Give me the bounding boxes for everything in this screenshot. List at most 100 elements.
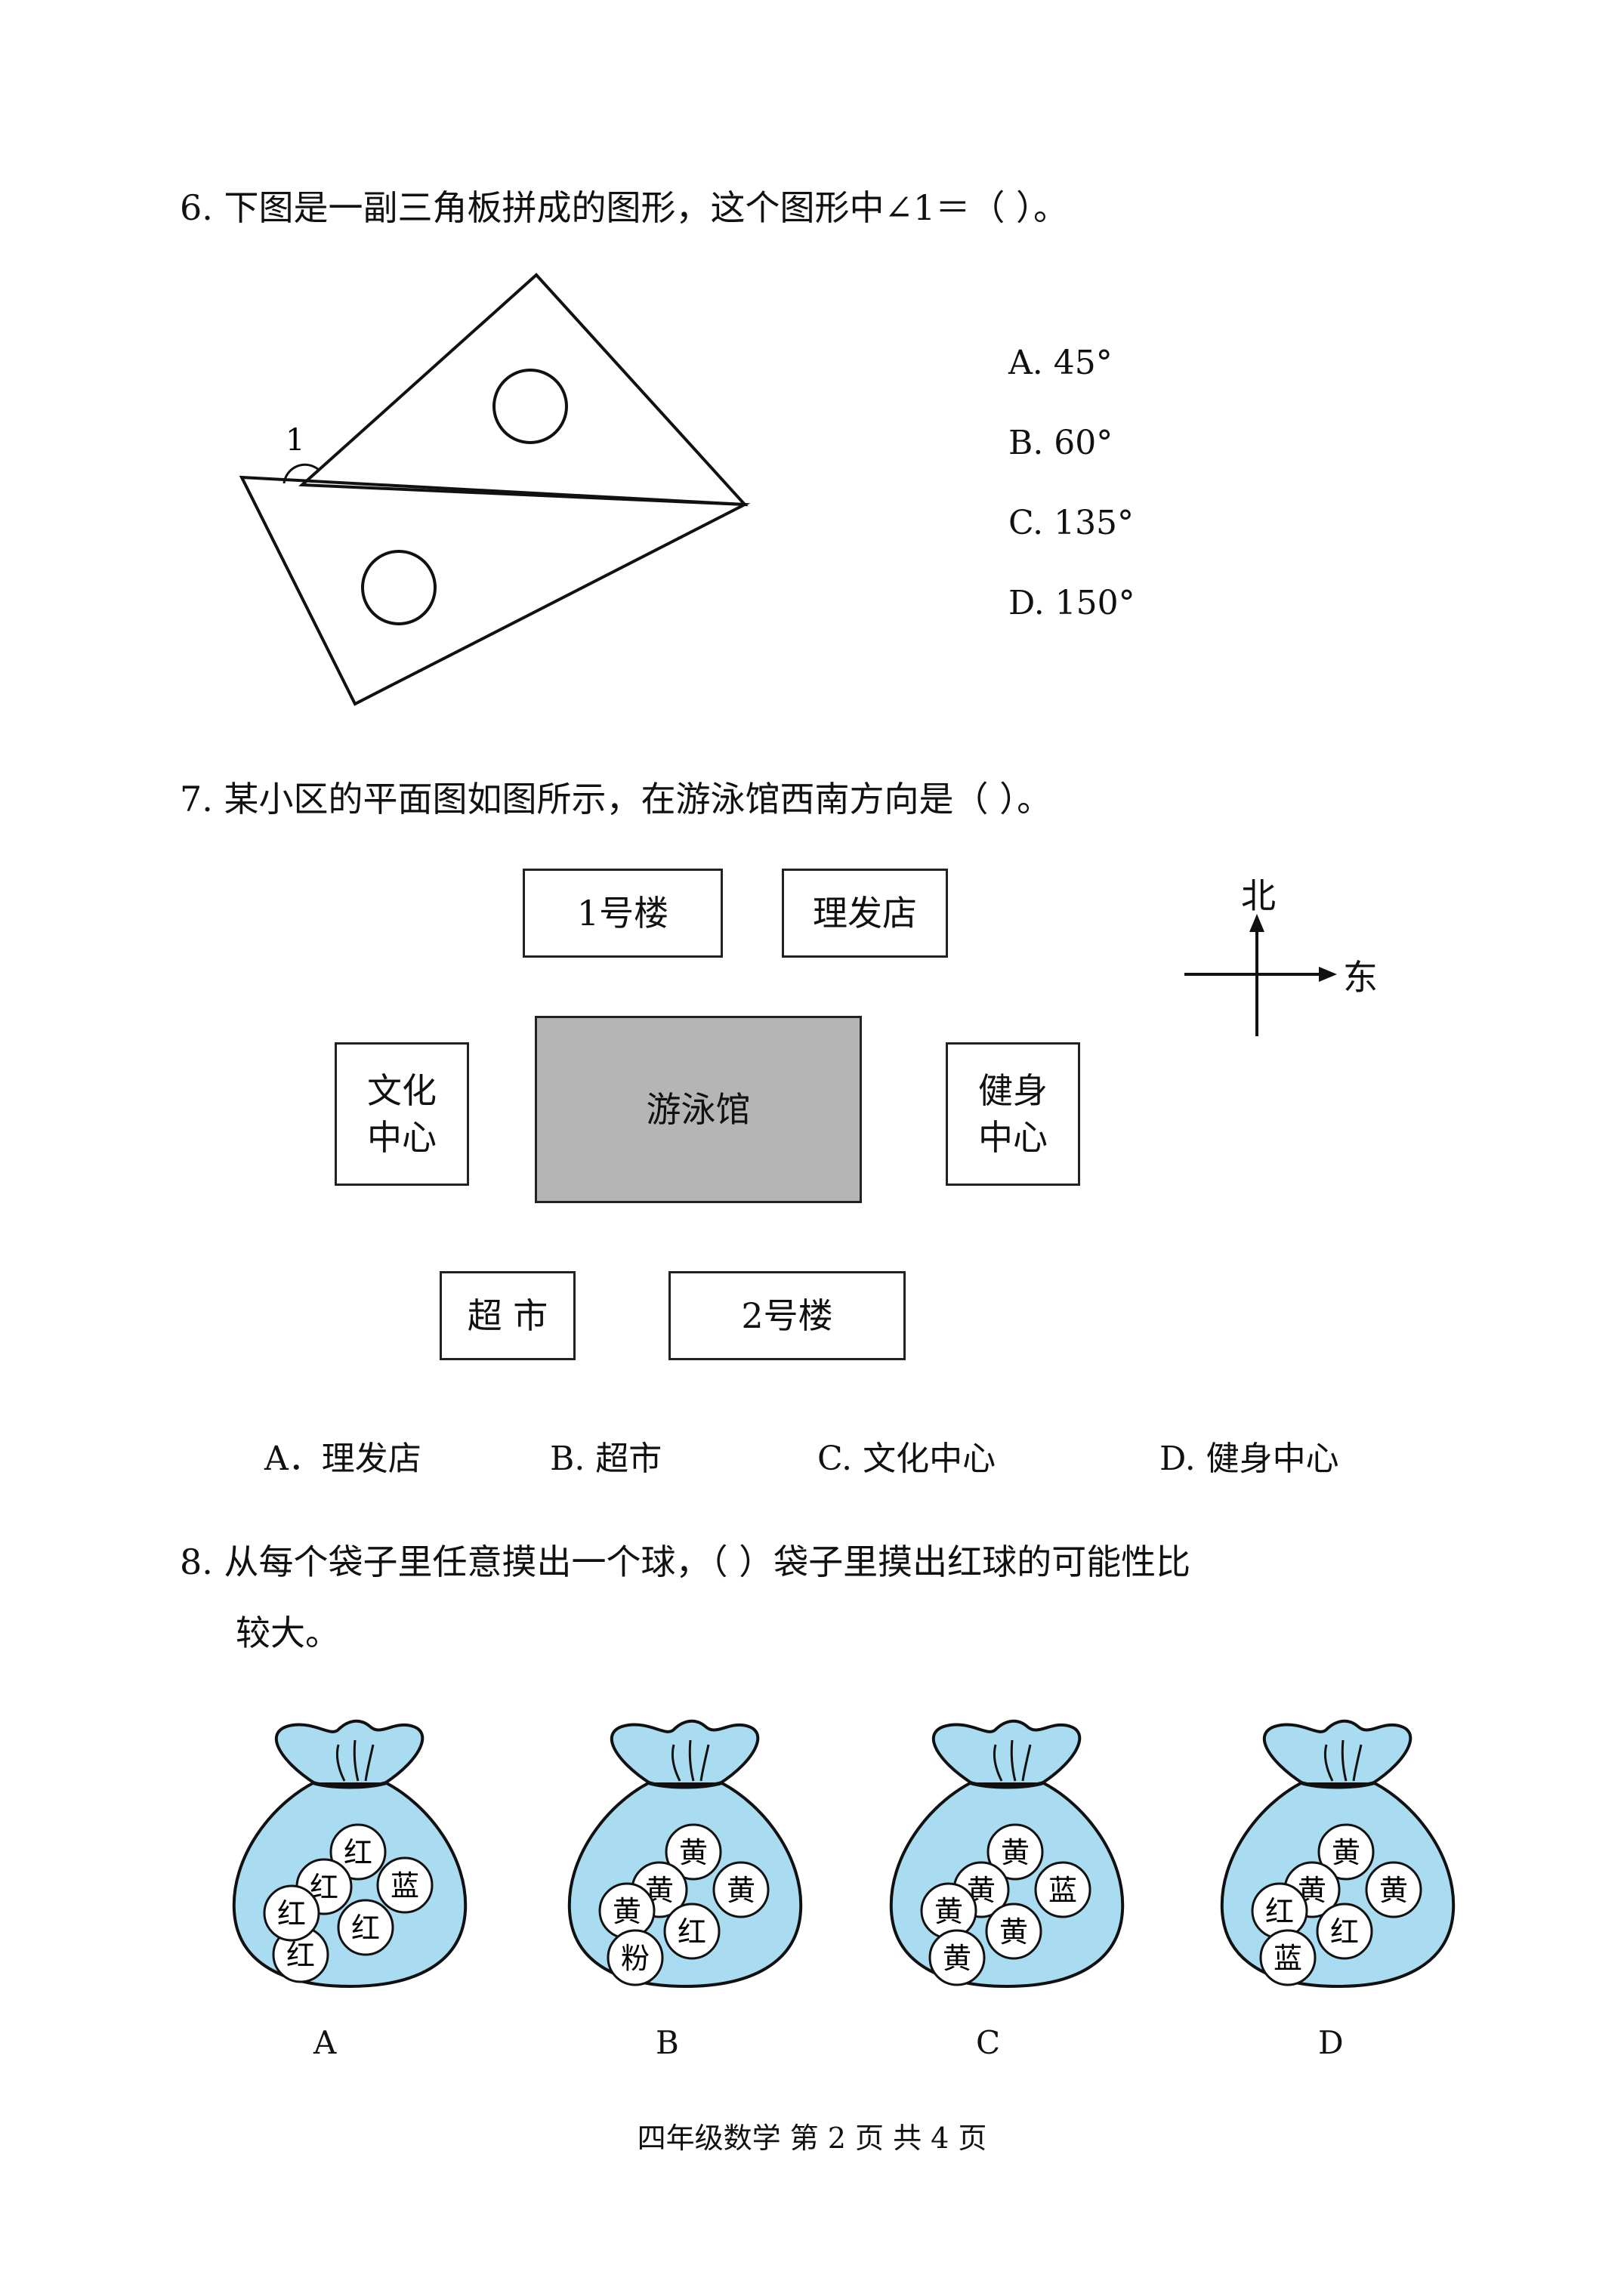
bag-neck (610, 1719, 760, 1785)
question-7-text: 7. 某小区的平面图如图所示，在游泳馆西南方向是（ ）。 (180, 779, 1052, 819)
bag-tie (968, 1780, 1045, 1789)
lower-hole (361, 550, 437, 625)
east-arrow-icon (1319, 967, 1337, 982)
upper-triangle (298, 273, 749, 507)
gym-center-line1: 健身 (978, 1070, 1048, 1111)
ball-label: 红 (678, 1915, 706, 1949)
triangle-set-figure: 1 (239, 273, 751, 706)
bag-fold (1010, 1739, 1017, 1782)
ball-label: 黄 (1001, 1836, 1030, 1869)
ball (1259, 1929, 1317, 1986)
bag-fold (1021, 1744, 1032, 1782)
q6-option-c[interactable]: C. 135° (1008, 504, 1135, 542)
page-footer: 四年级数学 第 2 页 共 4 页 (637, 2122, 987, 2155)
ball-label: 红 (1265, 1895, 1294, 1928)
ball (1317, 1823, 1375, 1881)
bag-fold (1352, 1744, 1363, 1782)
q6-option-d[interactable]: D. 150° (1008, 584, 1135, 622)
ball (607, 1929, 664, 1986)
q6-option-a[interactable]: A. 45° (1008, 344, 1113, 382)
bag-c[interactable]: 黄黄蓝黄黄黄 (882, 1714, 1132, 2001)
bag-label-a[interactable]: A (313, 2024, 337, 2061)
ball (1365, 1861, 1422, 1918)
bag-label-c[interactable]: C (976, 2024, 1001, 2061)
north-arrow-icon (1249, 914, 1264, 932)
q7-option-a[interactable]: A．理发店 (264, 1440, 421, 1478)
supermarket: 超 市 (440, 1271, 576, 1360)
ball-label: 粉 (621, 1942, 650, 1975)
bag-tie (1299, 1780, 1376, 1789)
compass-rose (1184, 914, 1337, 1036)
q7-option-c[interactable]: C. 文化中心 (817, 1440, 996, 1478)
bag-fold (993, 1744, 1003, 1782)
bag-fold (1323, 1744, 1334, 1782)
ball-label: 蓝 (391, 1869, 419, 1903)
bag-neck (1262, 1719, 1413, 1785)
ball-label: 红 (286, 1939, 315, 1972)
ball-label: 黄 (727, 1874, 755, 1907)
bag-fold (1341, 1739, 1348, 1782)
gym-center-line2: 中心 (978, 1117, 1048, 1158)
building-2: 2号楼 (668, 1271, 906, 1360)
question-8-text-line1: 8. 从每个袋子里任意摸出一个球，（ ）袋子里摸出红球的可能性比 (180, 1542, 1191, 1582)
culture-center-line2: 中心 (367, 1117, 437, 1158)
barber-shop: 理发店 (782, 869, 948, 958)
ball-label: 黄 (1332, 1836, 1360, 1869)
ball-label: 红 (351, 1912, 380, 1945)
bag-fold (335, 1744, 346, 1782)
bag-tie (311, 1780, 388, 1789)
building-1: 1号楼 (523, 869, 723, 958)
q7-option-b[interactable]: B. 超市 (550, 1440, 662, 1478)
ball-label: 黄 (943, 1942, 971, 1975)
q7-option-d[interactable]: D. 健身中心 (1159, 1440, 1339, 1478)
ball-label: 黄 (1379, 1874, 1408, 1907)
ball (376, 1856, 434, 1914)
compass-north-label: 北 (1241, 875, 1276, 916)
bag-label-b[interactable]: B (656, 2024, 679, 2061)
bag-a[interactable]: 红红蓝红红红 (225, 1714, 474, 2001)
bag-label-d[interactable]: D (1318, 2024, 1344, 2061)
ball-label: 黄 (679, 1836, 708, 1869)
ball (986, 1823, 1044, 1881)
bag-fold (364, 1744, 375, 1782)
bag-tie (647, 1780, 724, 1789)
lower-triangle (239, 475, 751, 706)
ball-label: 蓝 (1048, 1874, 1077, 1907)
ball-label: 黄 (613, 1895, 641, 1928)
ball (1316, 1903, 1373, 1960)
ball-label: 红 (277, 1897, 306, 1930)
question-6-text: 6. 下图是一副三角板拼成的图形，这个图形中∠1＝（ ）。 (180, 187, 1068, 228)
ball (663, 1903, 721, 1960)
bag-neck (274, 1719, 425, 1785)
ball (985, 1903, 1042, 1960)
culture-center: 文化中心 (335, 1042, 469, 1186)
ball-label: 红 (1330, 1915, 1359, 1949)
ball (928, 1929, 986, 1986)
ball (263, 1884, 320, 1942)
question-8-text-line2: 较大。 (236, 1613, 340, 1653)
ball-label: 黄 (934, 1895, 963, 1928)
upper-hole (492, 369, 568, 444)
bag-fold (353, 1739, 360, 1782)
ball-label: 红 (344, 1836, 372, 1869)
ball-label: 黄 (999, 1915, 1028, 1949)
swimming-pool: 游泳馆 (535, 1016, 862, 1203)
angle-1-label: 1 (286, 423, 304, 458)
gym-center: 健身中心 (946, 1042, 1080, 1186)
culture-center-line1: 文化 (367, 1070, 437, 1111)
ball-label: 蓝 (1274, 1942, 1302, 1975)
ball (1034, 1861, 1091, 1918)
angle-1-arc (283, 463, 320, 484)
ball (337, 1899, 394, 1956)
q6-option-b[interactable]: B. 60° (1008, 424, 1113, 462)
ball (665, 1823, 722, 1881)
ball (712, 1861, 770, 1918)
bag-fold (699, 1744, 710, 1782)
bag-fold (671, 1744, 681, 1782)
ball (329, 1823, 387, 1881)
bag-neck (931, 1719, 1082, 1785)
bag-fold (688, 1739, 695, 1782)
compass-east-label: 东 (1343, 957, 1378, 998)
